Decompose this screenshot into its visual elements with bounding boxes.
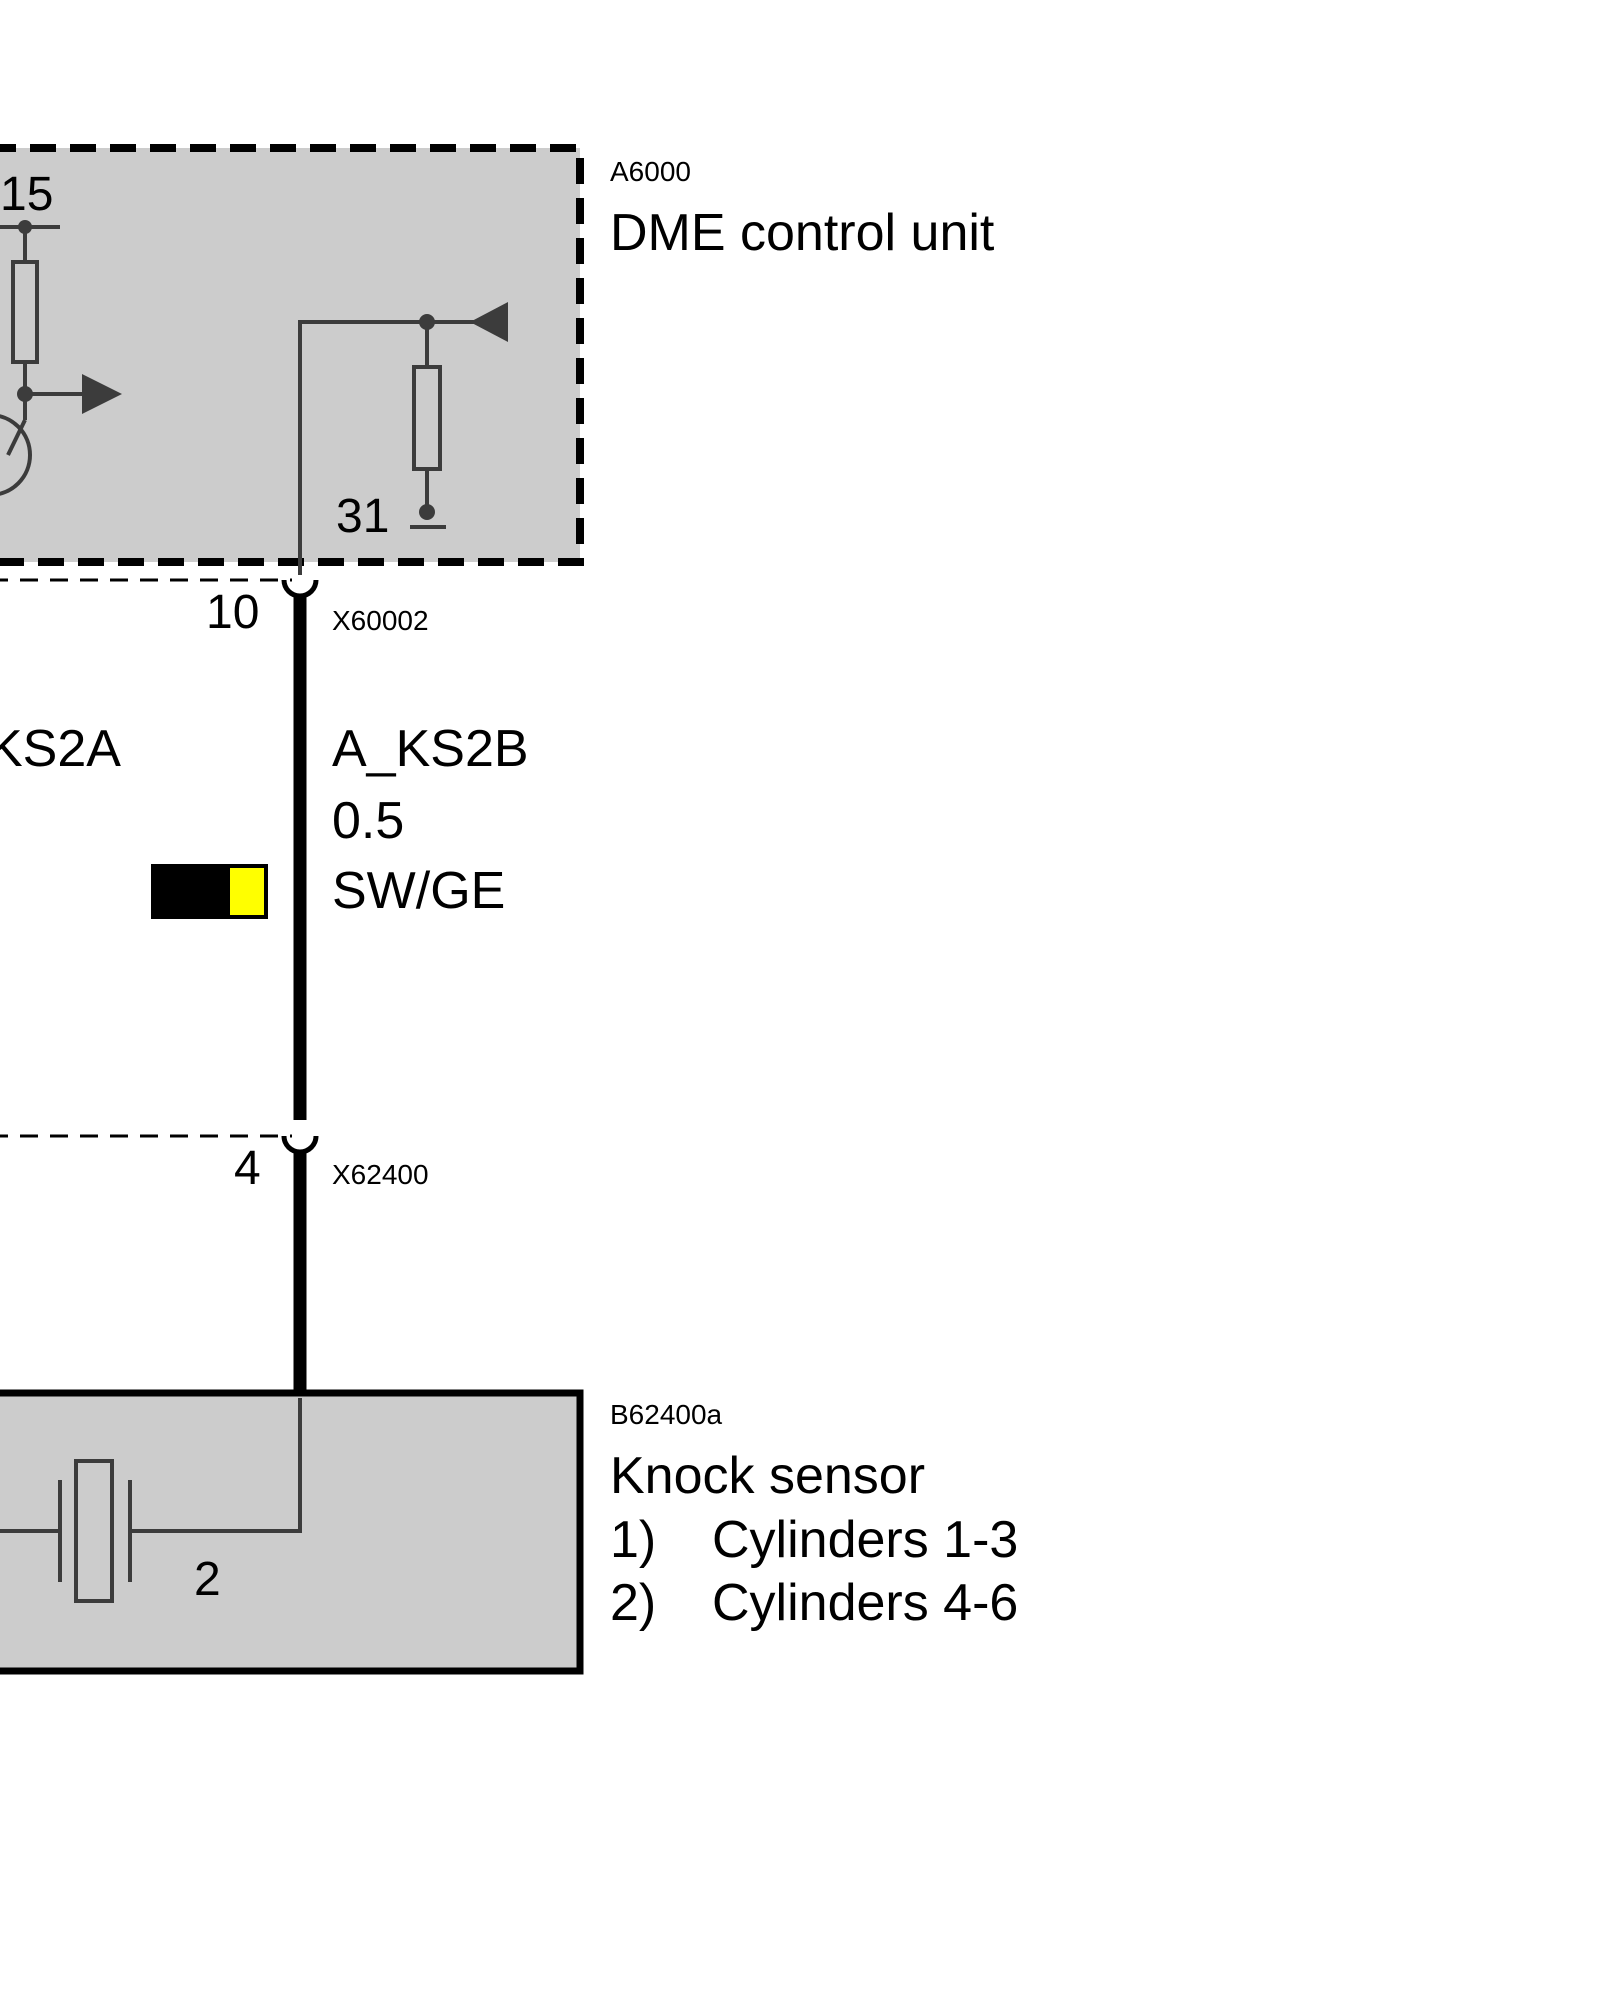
terminal-15-label: 15 <box>0 168 53 221</box>
sensor-name: Knock sensor <box>610 1447 925 1505</box>
dme-control-unit[interactable]: 15 31 <box>0 144 584 575</box>
sensor-note-1-text: Cylinders 1-3 <box>712 1511 1018 1569</box>
wire-color-code: SW/GE <box>332 862 505 920</box>
control-unit-id: A6000 <box>610 156 691 187</box>
sensor-note-2-text: Cylinders 4-6 <box>712 1574 1018 1632</box>
connector-x60002[interactable]: 10 X60002 <box>0 578 429 639</box>
connector-top-pin: 10 <box>206 586 259 639</box>
wire-cross-section: 0.5 <box>332 792 404 850</box>
connector-bottom-pin: 4 <box>234 1142 261 1195</box>
wire-signal-left-label: KS2A <box>0 720 121 778</box>
knock-sensor[interactable]: 2 <box>0 1389 584 1675</box>
connector-top-id: X60002 <box>332 605 429 636</box>
junction-dot-icon <box>17 386 33 402</box>
connector-x62400[interactable]: 4 X62400 <box>0 1134 429 1195</box>
wire-signal-label: A_KS2B <box>332 720 529 778</box>
sensor-pin-label: 2 <box>194 1553 221 1606</box>
connector-socket-icon <box>281 1135 319 1155</box>
control-unit-name: DME control unit <box>610 204 995 262</box>
signal-arrow-right-icon <box>82 374 122 414</box>
input-circuit <box>298 320 475 575</box>
sensor-id: B62400a <box>610 1399 723 1430</box>
piezo-element-icon <box>0 1398 302 1603</box>
knock-sensor-outline <box>0 1389 584 1675</box>
sensor-note-2-num: 2) <box>610 1574 656 1632</box>
ground-dot-icon <box>419 504 435 520</box>
connector-socket-icon <box>281 579 319 599</box>
connector-bottom-id: X62400 <box>332 1159 429 1190</box>
wire-color-swatch <box>151 864 268 919</box>
junction-dot-icon <box>18 220 32 234</box>
dme-unit-outline <box>0 144 584 566</box>
terminal-15-circuit <box>0 225 88 496</box>
signal-arrow-left-icon <box>470 302 508 342</box>
terminal-31-label: 31 <box>336 490 389 543</box>
junction-dot-icon <box>419 314 435 330</box>
sensor-note-1-num: 1) <box>610 1511 656 1569</box>
